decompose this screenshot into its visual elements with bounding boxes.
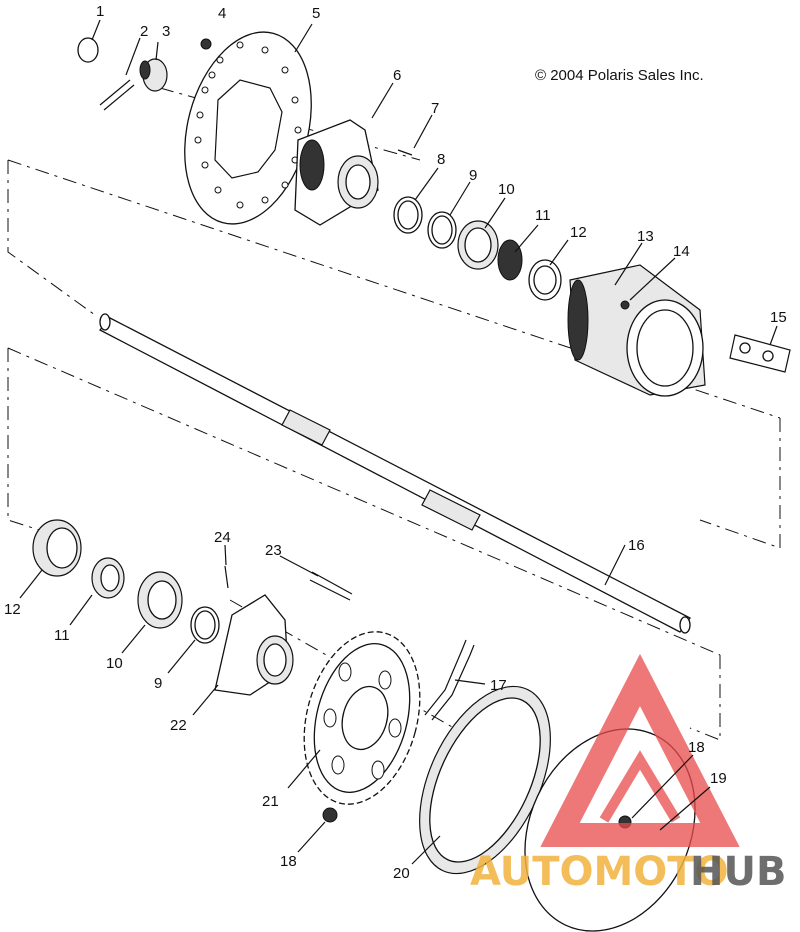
clip-assembly xyxy=(729,334,791,373)
callout-7: 7 xyxy=(431,100,439,117)
callout-10-upper: 10 xyxy=(498,181,515,198)
callout-9-upper: 9 xyxy=(469,167,477,184)
brake-disc xyxy=(184,31,312,225)
bearing-carrier-upper xyxy=(294,119,379,226)
callout-12-upper: 12 xyxy=(570,224,587,241)
callout-2: 2 xyxy=(140,23,148,40)
callout-8: 8 xyxy=(437,151,445,168)
callout-16: 16 xyxy=(628,537,645,554)
bearing-10-lower xyxy=(137,571,183,629)
callout-5: 5 xyxy=(312,5,320,22)
callout-11-lower: 11 xyxy=(54,627,70,644)
nut-lower xyxy=(322,807,338,823)
screw-small xyxy=(397,149,413,156)
callout-12-lower: 12 xyxy=(4,601,21,618)
callout-18-lower: 18 xyxy=(280,853,297,870)
bearing-cone-11-lower xyxy=(91,557,125,599)
copyright-text: © 2004 Polaris Sales Inc. xyxy=(535,67,704,84)
callout-labels: 1 2 3 4 5 6 7 8 9 10 11 12 13 14 15 16 1… xyxy=(4,3,787,882)
bolt xyxy=(99,79,135,111)
callout-18-right: 18 xyxy=(688,739,705,756)
callout-17: 17 xyxy=(490,677,507,694)
snap-ring xyxy=(77,37,99,63)
callout-19: 19 xyxy=(710,770,727,787)
callout-13: 13 xyxy=(637,228,654,245)
callout-4: 4 xyxy=(218,5,226,22)
bearing-10 xyxy=(457,220,499,270)
callout-21: 21 xyxy=(262,793,279,810)
callout-9-lower: 9 xyxy=(154,675,162,692)
callout-14: 14 xyxy=(673,243,690,260)
watermark-logo xyxy=(540,653,740,847)
axle-shaft xyxy=(98,313,691,634)
callout-1: 1 xyxy=(96,3,104,20)
callout-6: 6 xyxy=(393,67,401,84)
callout-15: 15 xyxy=(770,309,787,326)
bearing-cup-12-lower xyxy=(32,519,82,577)
bearing-cone-11 xyxy=(497,239,523,281)
seal-ring-9 xyxy=(427,211,457,249)
bolt-23 xyxy=(309,571,353,601)
spacer-ring-8 xyxy=(393,196,423,234)
watermark-text-right: HUB xyxy=(690,849,786,895)
callout-10-lower: 10 xyxy=(106,655,123,672)
bearing-small xyxy=(139,58,168,92)
callout-24: 24 xyxy=(214,529,231,546)
sprocket xyxy=(303,631,421,805)
callout-23: 23 xyxy=(265,542,282,559)
leader-lines xyxy=(19,19,778,865)
chain-segment xyxy=(424,639,475,721)
callout-22: 22 xyxy=(170,717,187,734)
bearing-cup-12 xyxy=(528,259,562,301)
bearing-carrier-lower xyxy=(214,594,294,696)
callout-20: 20 xyxy=(393,865,410,882)
nut-small xyxy=(200,38,212,50)
bearing-housing xyxy=(567,264,706,397)
callout-11-upper: 11 xyxy=(535,207,551,224)
pin-24 xyxy=(224,565,229,589)
callout-3: 3 xyxy=(162,23,170,40)
seal-ring-9-lower xyxy=(190,606,220,644)
watermark-text-left: AUTOMOTO xyxy=(470,849,729,895)
